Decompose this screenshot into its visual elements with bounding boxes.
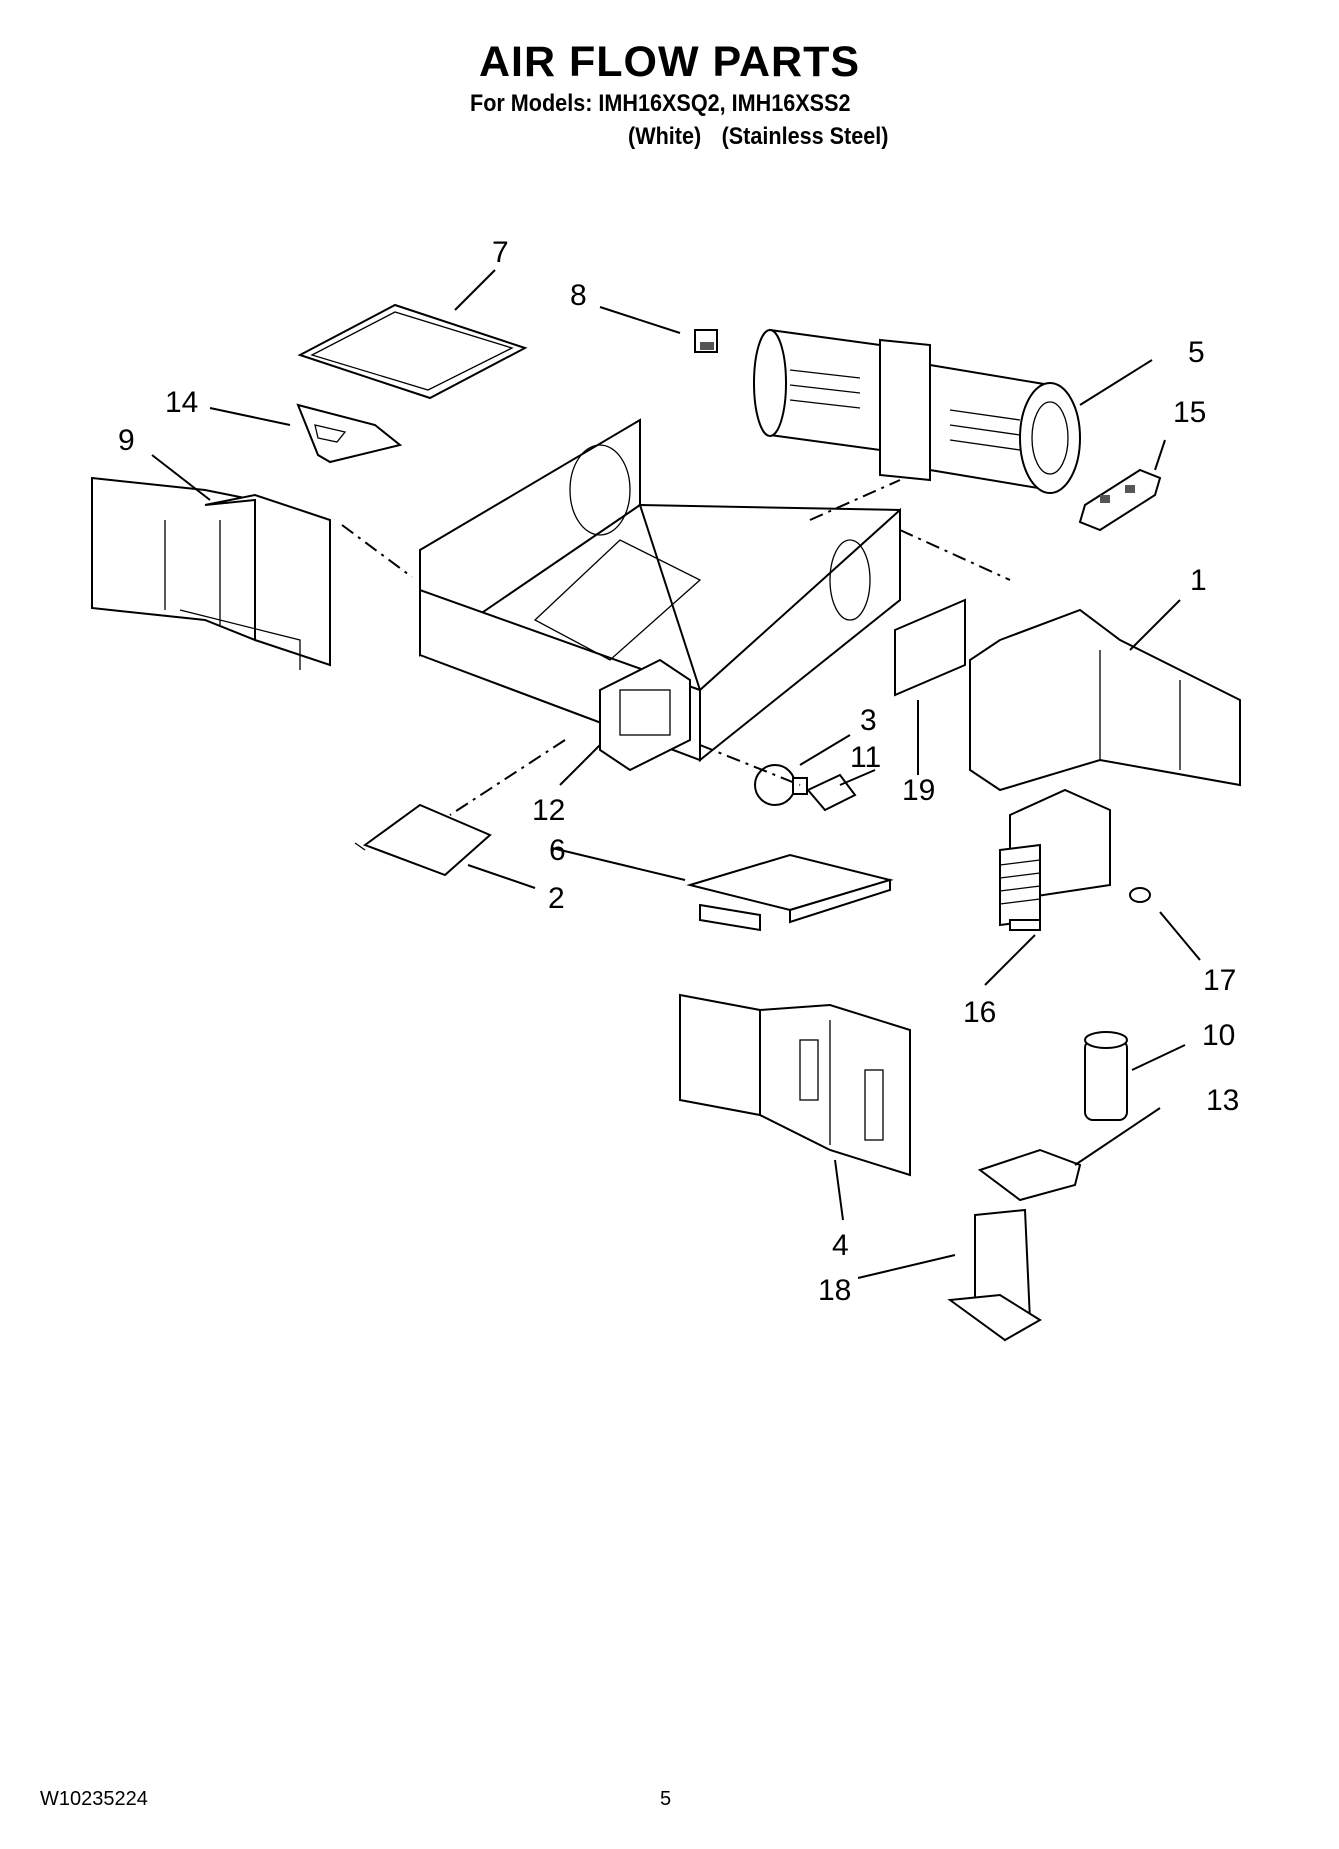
callout-8: 8 [570, 279, 587, 312]
models-line: For Models: IMH16XSQ2, IMH16XSS2 [470, 90, 851, 117]
part-19-plate [894, 598, 966, 697]
page-number: 5 [660, 1788, 672, 1810]
callout-11: 11 [850, 741, 881, 774]
callout-labels: 7 8 5 15 14 9 1 3 11 19 12 6 2 16 17 10 … [118, 236, 1239, 1307]
leader-lines [151, 269, 1201, 1279]
main-cavity-housing [419, 418, 901, 772]
part-18-duct-adapter [947, 1208, 1042, 1342]
finish-line: (White) (Stainless Steel) [628, 123, 903, 151]
callout-5: 5 [1188, 336, 1205, 369]
part-13-bracket [977, 1148, 1082, 1202]
callout-13: 13 [1206, 1084, 1239, 1117]
part-5-blower-motor [753, 328, 1081, 494]
callout-9: 9 [118, 424, 135, 457]
finish-white: (White) [628, 123, 702, 150]
callout-19: 19 [902, 774, 935, 807]
part-15-bracket [1078, 468, 1162, 532]
part-6-shield [686, 853, 894, 932]
callout-14: 14 [165, 386, 198, 419]
callout-16: 16 [963, 996, 996, 1029]
part-8-switch [694, 329, 718, 353]
callout-6: 6 [549, 834, 566, 867]
callout-12: 12 [532, 794, 565, 827]
part-2-cover [354, 803, 492, 877]
part-17-thermostat [1129, 887, 1151, 903]
callout-3: 3 [860, 704, 877, 737]
callout-17: 17 [1203, 964, 1236, 997]
callout-1: 1 [1190, 564, 1207, 597]
part-7-filter [297, 303, 528, 400]
assembly-lines [341, 479, 1011, 816]
callout-2: 2 [548, 882, 565, 915]
callout-10: 10 [1202, 1019, 1235, 1052]
callout-15: 15 [1173, 396, 1206, 429]
page-title: AIR FLOW PARTS [478, 38, 861, 86]
callout-4: 4 [832, 1229, 849, 1262]
finish-stainless: (Stainless Steel) [721, 123, 889, 150]
part-1-air-guide [969, 608, 1241, 792]
document-number: W10235224 [40, 1788, 148, 1810]
part-10-capacitor [1084, 1031, 1128, 1121]
callout-7: 7 [492, 236, 509, 269]
part-14-grille [296, 403, 403, 464]
part-4-duct-panel [679, 993, 911, 1177]
part-9-duct [91, 476, 331, 670]
part-16-transformer [999, 788, 1111, 931]
part-3-lamp [754, 764, 808, 806]
callout-18: 18 [818, 1274, 851, 1307]
part-11-socket [806, 773, 857, 812]
